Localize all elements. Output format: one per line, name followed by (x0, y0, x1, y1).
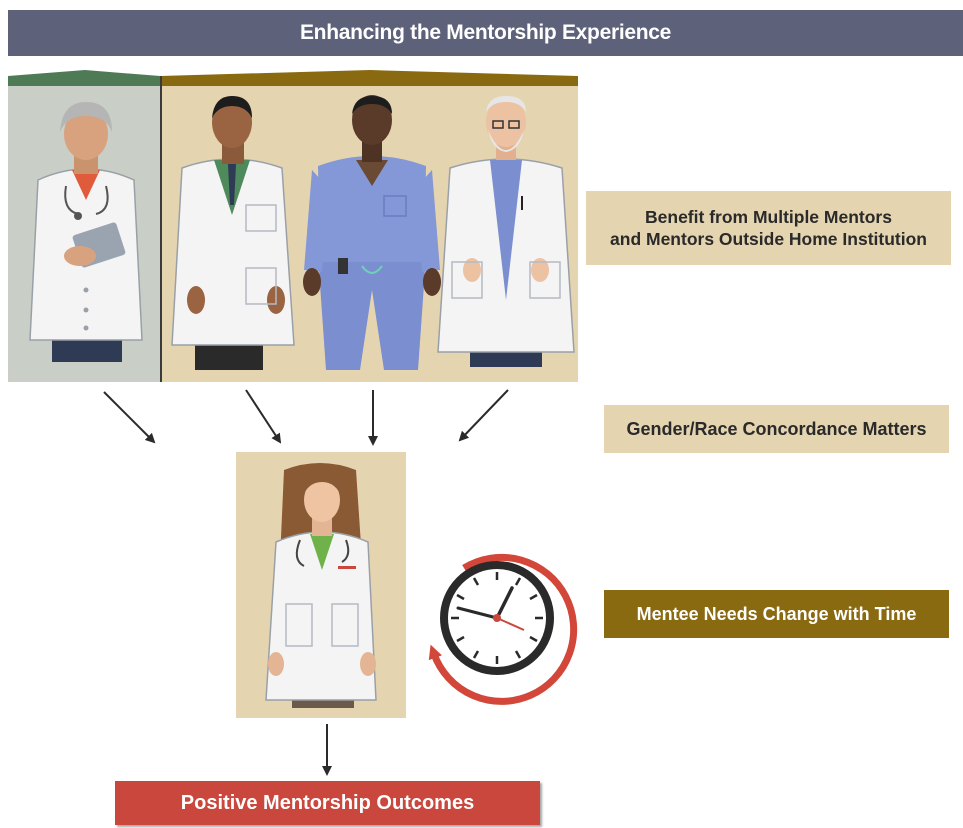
arrow-mentor-1 (103, 391, 156, 444)
arrow-mentor-4 (458, 389, 509, 442)
arrow-mentor-2 (245, 389, 282, 444)
mentor-arrows (103, 389, 509, 446)
outcomes-box: Positive Mentorship Outcomes (115, 781, 540, 825)
concordance-box: Gender/Race Concordance Matters (604, 405, 949, 453)
clock-icon (428, 553, 578, 705)
female-senior-doctor-icon (29, 102, 143, 362)
multiple-mentors-line1: Benefit from Multiple Mentors (645, 207, 892, 227)
multiple-mentors-box: Benefit from Multiple Mentors and Mentor… (586, 191, 951, 265)
male-doctor-tie-icon (171, 96, 295, 370)
mentee-needs-box: Mentee Needs Change with Time (604, 590, 949, 638)
male-senior-doctor-beard-icon (437, 96, 575, 367)
male-surgeon-scrubs-icon (303, 95, 441, 370)
diagram-title: Enhancing the Mentorship Experience (8, 10, 963, 56)
multiple-mentors-line2: and Mentors Outside Home Institution (610, 229, 927, 249)
female-mentee-doctor-icon (265, 463, 377, 708)
